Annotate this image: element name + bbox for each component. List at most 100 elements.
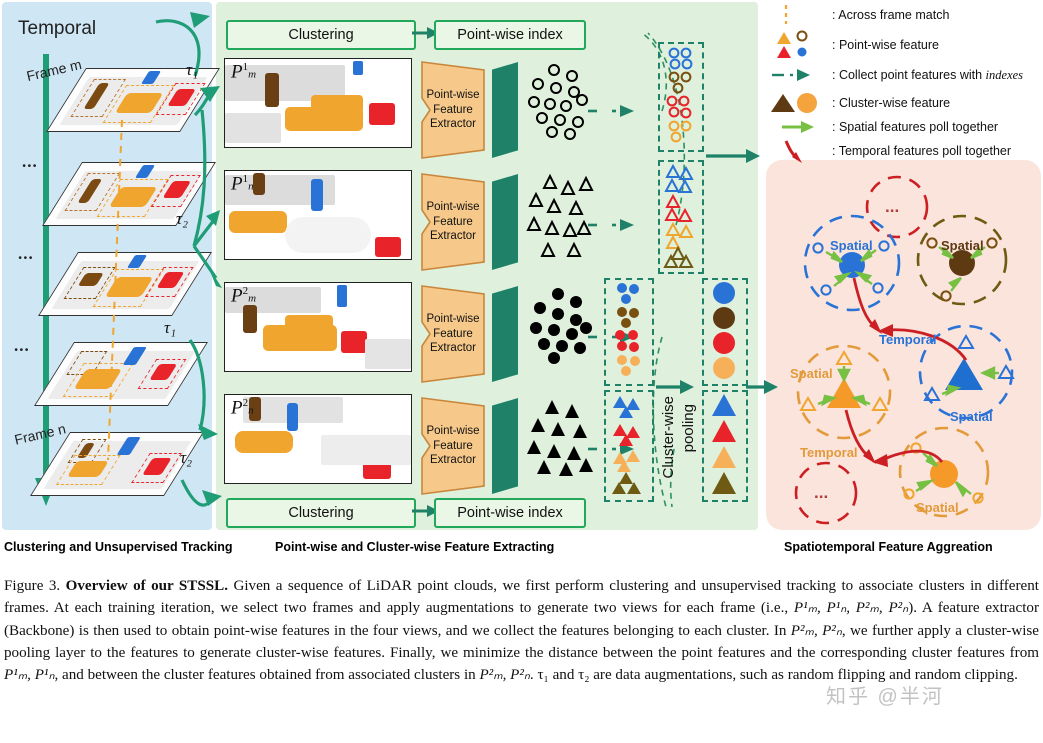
- view-image-p2n: P2n: [224, 394, 412, 484]
- collected-points-box-circles-filled: [604, 278, 654, 386]
- tau-label-3: τ₁: [164, 318, 176, 337]
- legend-text-point-wise-feature: : Point-wise feature: [832, 38, 939, 52]
- point-features-hollow-1: [528, 64, 588, 140]
- legend-text-collect-point-features: : Collect point features with indexes: [832, 68, 1023, 83]
- extractor-line-3: Extractor: [429, 230, 476, 243]
- collected-filled-circles: [615, 283, 640, 376]
- collected-hollow-circles: [666, 47, 693, 143]
- clustering-box-top: Clustering: [226, 20, 416, 50]
- section-caption-middle: Point-wise and Cluster-wise Feature Extr…: [275, 540, 555, 554]
- caption-part-1: Given a sequence of LiDAR point clouds, …: [4, 578, 1039, 617]
- legend-text-across-frame-match: : Across frame match: [832, 8, 950, 22]
- cluster-wise-pooling-label-line2: pooling: [680, 404, 697, 453]
- caption-figure-number: Figure 3.: [4, 578, 61, 594]
- tau-label-4: τ₂: [180, 448, 192, 467]
- collected-filled-triangles: [612, 396, 641, 494]
- temporal-label-upper: Temporal: [879, 332, 937, 347]
- view-image-p1n: P1n: [224, 170, 412, 260]
- legend-row-across-frame-match: : Across frame match: [770, 4, 949, 26]
- view-label-p2m: P2m: [231, 285, 257, 307]
- cluster-wise-triangles: [712, 394, 736, 494]
- legend-collect-text-plain: : Collect point features with: [832, 67, 986, 82]
- frame-gap-ellipsis-3: ...: [14, 336, 30, 355]
- extractor-line-1: Point-wise: [426, 312, 480, 325]
- section-caption-right: Spatiotemporal Feature Aggreation: [784, 540, 993, 554]
- figure-diagram: Temporal Frame m: [2, 2, 1042, 554]
- legend-text-cluster-wise-feature: : Cluster-wise feature: [832, 96, 951, 110]
- arrow-clustering-to-index-bottom-icon: [412, 505, 439, 517]
- caption-views-4: P²ₘ, P²ₙ: [479, 667, 530, 684]
- point-features-filled-circles: [530, 288, 592, 364]
- spatial-label-orange-circle: Spatial: [916, 500, 959, 515]
- cluster-wise-feature-shapes-icon: [770, 92, 832, 114]
- dotted-vertical-line-icon: [770, 4, 832, 26]
- feature-extractor-1: Point-wise Feature Extractor: [420, 60, 486, 160]
- point-wise-feature-shapes-icon: [770, 30, 832, 60]
- cluster-features-box-circles: [702, 278, 748, 386]
- aggregation-ellipsis-bottom: ...: [814, 483, 829, 502]
- backbone-slab-1: [492, 62, 518, 158]
- extractor-line-3: Extractor: [429, 342, 476, 355]
- panel-spatiotemporal-aggregation: [766, 160, 1041, 530]
- aggregation-ellipsis-top: ...: [885, 197, 900, 216]
- legend-row-point-wise-feature: : Point-wise feature: [770, 30, 939, 60]
- augmentation-arrows: [155, 12, 222, 507]
- spatial-label-brown-circle: Spatial: [941, 238, 984, 253]
- point-features-hollow-triangles-1: [526, 173, 594, 257]
- spatial-label-blue-circle: Spatial: [830, 238, 873, 253]
- caption-views-3: P¹ₘ, P¹ₙ: [4, 667, 55, 684]
- extractor-line-2: Feature: [433, 215, 473, 228]
- across-frame-match-line-icon: [107, 119, 123, 461]
- cluster-wise-pooling-label-line1: Cluster-wise: [660, 396, 677, 479]
- arrow-to-pooling-icon: [656, 380, 694, 394]
- view-label-p1m: P1m: [231, 61, 257, 83]
- backbone-slab-4: [492, 398, 518, 494]
- red-curved-arrow-icon: [770, 140, 832, 163]
- extractor-line-2: Feature: [433, 439, 473, 452]
- clustering-box-bottom: Clustering: [226, 498, 416, 528]
- tau-label-1: τ₁: [186, 60, 198, 79]
- collected-points-box-triangles-hollow: [658, 160, 704, 274]
- point-features-filled-triangles: [527, 400, 593, 476]
- view-image-p2m: P2m: [224, 282, 412, 372]
- tau-label-2: τ₂: [176, 209, 188, 228]
- caption-part-4: , and between the cluster features obtai…: [54, 667, 480, 684]
- caption-bold-title: Overview of our STSSL.: [65, 578, 228, 594]
- arrow-cluster-to-aggregation-icon: [746, 380, 778, 394]
- view-label-p2n: P2n: [231, 397, 254, 419]
- point-wise-index-box-top: Point-wise index: [434, 20, 586, 50]
- arrow-clustering-to-index-top-icon: [412, 27, 439, 39]
- legend-collect-text-italic: indexes: [985, 67, 1024, 82]
- backbone-slab-2: [492, 174, 518, 270]
- collected-points-box-circles-hollow: [658, 42, 704, 152]
- spatial-label-blue-triangle: Spatial: [950, 409, 993, 424]
- legend-row-spatial-poll: : Spatial features poll together: [770, 116, 998, 138]
- caption-part-2: ). A feature extractor (Backbone) is the…: [4, 600, 1039, 639]
- collected-points-box-triangles-filled: [604, 390, 654, 502]
- extractor-line-1: Point-wise: [426, 424, 480, 437]
- aggregation-graph: [794, 175, 1015, 525]
- spatial-label-orange-triangle: Spatial: [790, 366, 833, 381]
- cluster-wise-circles: [713, 282, 735, 379]
- legend-row-collect-point-features: : Collect point features with indexes: [770, 64, 1023, 86]
- legend-text-temporal-poll: : Temporal features poll together: [832, 144, 1012, 158]
- temporal-label-lower: Temporal: [800, 445, 858, 460]
- extractor-line-1: Point-wise: [426, 88, 480, 101]
- temporal-title: Temporal: [18, 18, 97, 39]
- dash-dot-arrow-icon: [770, 64, 832, 86]
- feature-extractor-4: Point-wise Feature Extractor: [420, 396, 486, 496]
- legend: : Across frame match : Point-wise featur…: [770, 2, 1042, 163]
- cluster-features-box-triangles: [702, 390, 748, 502]
- collected-hollow-triangles: [663, 163, 694, 268]
- green-arrow-icon: [770, 116, 832, 138]
- caption-part-5: . τ₁ and τ₂ are data augmentations, such…: [529, 667, 1018, 684]
- point-wise-index-box-bottom: Point-wise index: [434, 498, 586, 528]
- caption-views-2: P²ₘ, P²ₙ: [790, 622, 842, 639]
- arrow-points-to-aggregation-icon: [706, 149, 760, 163]
- figure-caption: Figure 3. Overview of our STSSL. Given a…: [4, 575, 1039, 687]
- frame-gap-ellipsis-1: ...: [22, 152, 38, 171]
- legend-row-temporal-poll: : Temporal features poll together: [770, 140, 1012, 163]
- view-image-p1m: P1m: [224, 58, 412, 148]
- extractor-line-3: Extractor: [429, 118, 476, 131]
- caption-views-1: P¹ₘ, P¹ₙ, P²ₘ, P²ₙ: [793, 600, 909, 617]
